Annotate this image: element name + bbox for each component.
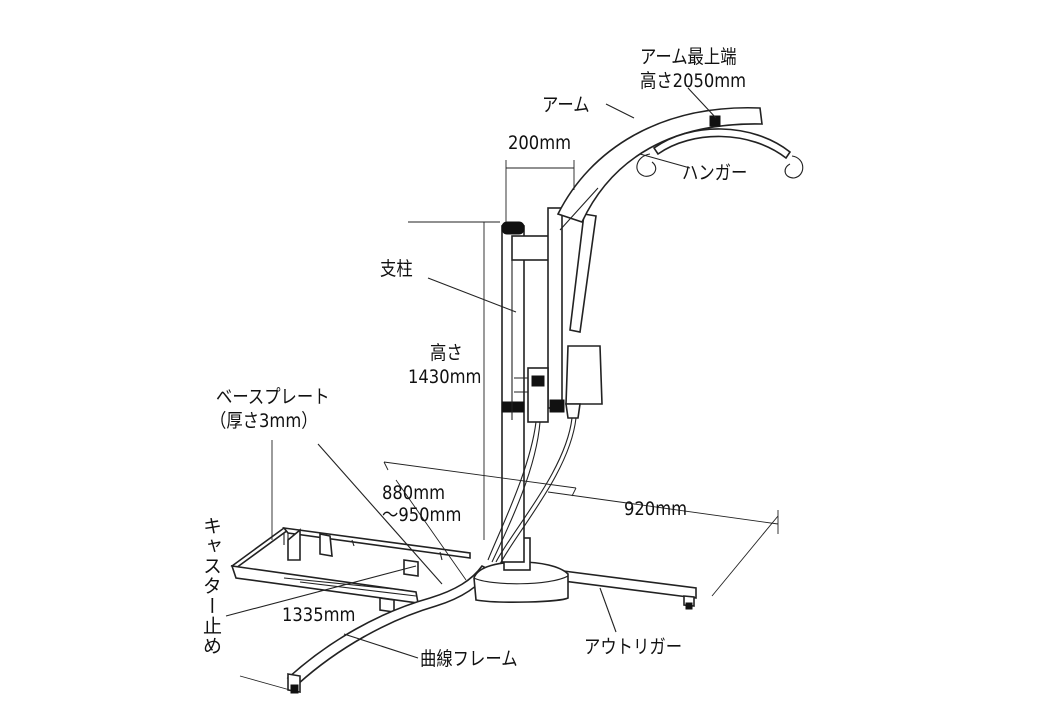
leader-lines [225,87,717,659]
cables [487,417,577,565]
arm-top-label-line1: アーム最上端 [640,46,737,68]
base-plate-label-line2: （厚さ3mm） [210,410,318,432]
caster-stop-label: キャスター止め [200,516,222,656]
width-label-line1: 880mm [382,482,446,504]
height-label-line2: 1430mm [408,366,482,388]
width-label-line2: ～950mm [382,504,462,526]
mast [501,221,551,563]
arm [556,107,763,231]
height-label-line1: 高さ [430,342,463,364]
frame-length-label: 1335mm [282,604,356,626]
hanger [636,128,804,179]
arm-top-label-line2: 高さ2050mm [640,70,747,92]
base-plate-label-line1: ベースプレート [216,386,330,408]
outrigger-label: アウトリガー [584,636,683,658]
dimension-lines [239,160,779,691]
hanger-label: ハンガー [682,162,748,184]
mast-label: 支柱 [380,258,413,280]
actuator [547,207,603,419]
arm-offset-label: 200mm [508,132,572,154]
curved-frame-label: 曲線フレーム [420,648,518,670]
control-box [514,367,549,423]
arm-label: アーム [542,94,590,116]
outrigger-length-label: 920mm [624,498,688,520]
